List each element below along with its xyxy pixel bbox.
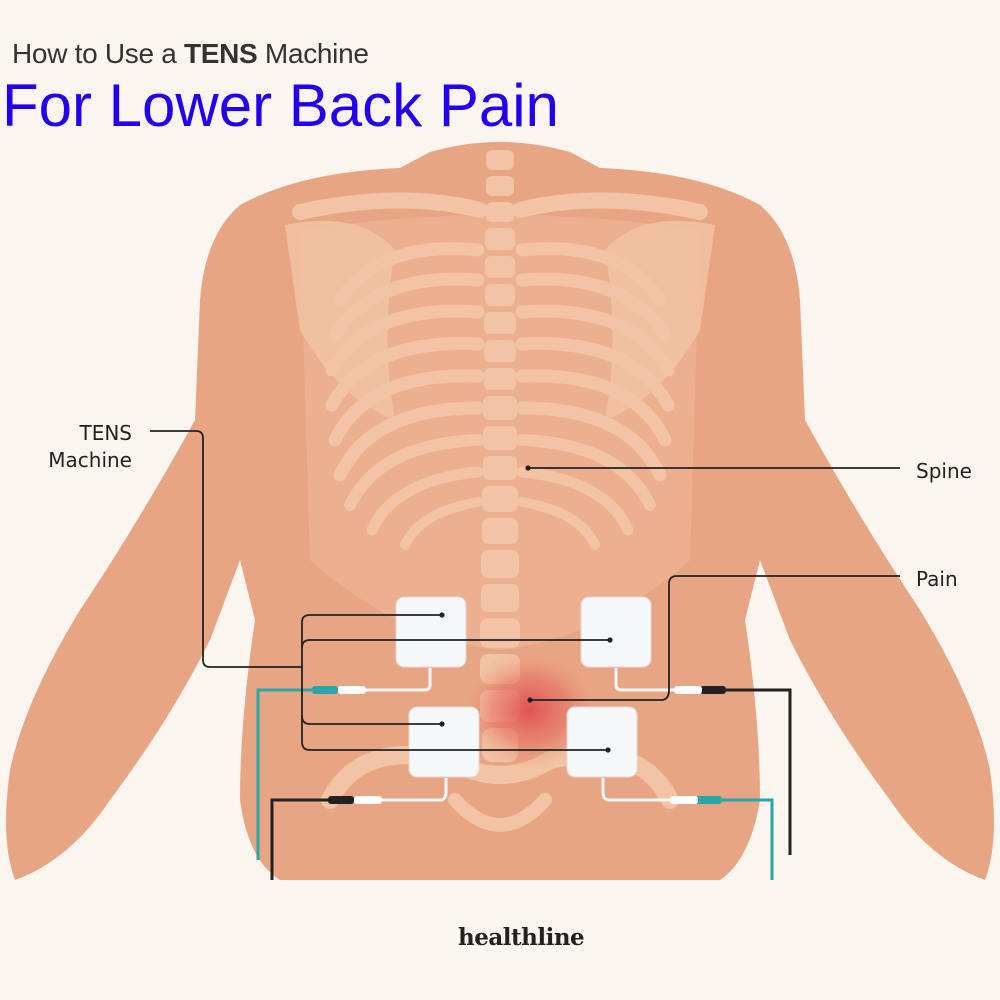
title-main: How to Use a TENS Machine [12,38,369,70]
electrode-pad-upper-left [395,596,467,668]
label-tens-machine: TENS Machine [20,420,132,474]
leader-lines [150,430,900,751]
title-overlay: For Lower Back Pain [2,72,559,139]
title-suffix: Machine [257,38,369,69]
label-tens-line1: TENS [79,421,132,445]
electrode-pad-upper-right [580,596,652,668]
title-prefix: How to Use a [12,38,184,69]
title-emphasis: TENS [183,38,258,69]
pad-leads [366,668,674,802]
pain-area [460,650,600,770]
electrode-pad-lower-left [408,706,480,778]
leader-dots [439,465,613,753]
label-pain: Pain [916,567,958,591]
label-spine: Spine [916,459,972,483]
skeleton-illustration [285,192,715,832]
electrode-pad-lower-right [566,706,638,778]
brand-logo: healthline [458,924,585,951]
label-tens-line2: Machine [48,448,132,472]
lead-connectors [312,686,726,804]
